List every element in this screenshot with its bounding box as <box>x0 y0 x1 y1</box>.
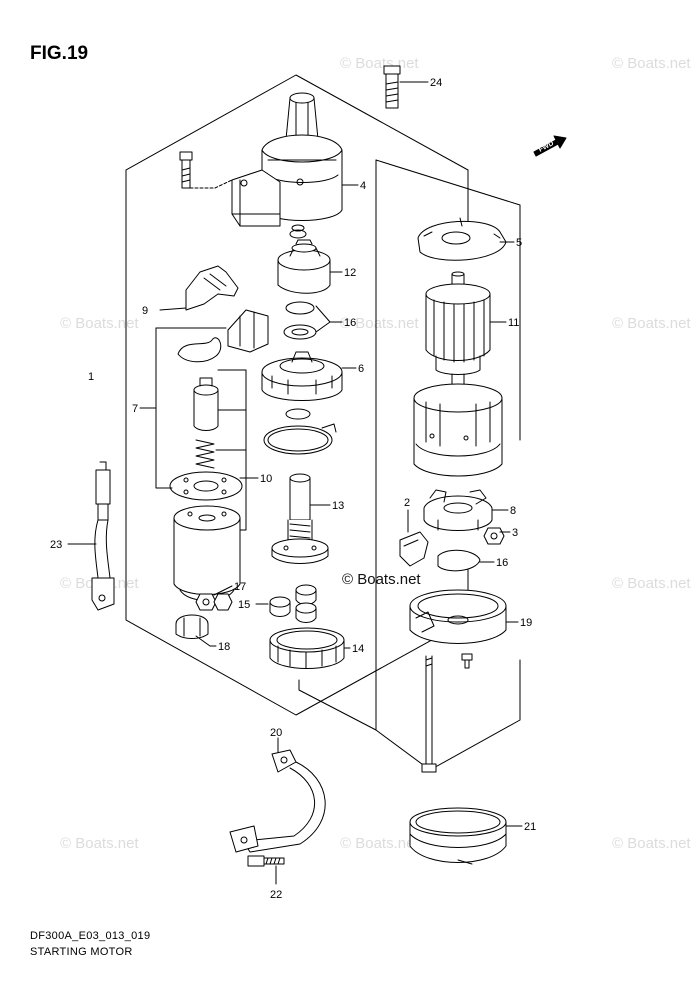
nut-3[interactable] <box>483 527 505 545</box>
stay-bracket-20[interactable] <box>229 749 326 853</box>
shift-lever-9[interactable] <box>185 265 239 311</box>
armature-11[interactable] <box>425 271 491 391</box>
callout-18[interactable]: 18 <box>218 641 230 653</box>
callout-7[interactable]: 7 <box>132 403 138 415</box>
callout-11[interactable]: 11 <box>508 317 519 329</box>
callout-22[interactable]: 23 <box>50 539 62 551</box>
end-frame-screw[interactable] <box>461 653 473 669</box>
fwd-arrow-icon: FWD <box>533 135 567 157</box>
callout-10[interactable]: 10 <box>260 473 272 485</box>
brush-2[interactable] <box>399 531 429 567</box>
pinion-12[interactable] <box>277 239 331 294</box>
callout-17[interactable]: 17 <box>234 581 246 593</box>
callout-23[interactable]: 22 <box>270 889 282 901</box>
center-watermark: © Boats.net <box>342 571 421 588</box>
leader-line <box>159 307 187 311</box>
washer-6[interactable] <box>285 408 311 420</box>
gear-housing-6[interactable] <box>261 351 343 401</box>
leader-line <box>195 635 217 647</box>
callout-15[interactable]: 15 <box>238 599 250 611</box>
callout-3[interactable]: 3 <box>512 527 518 539</box>
callout-24[interactable]: 24 <box>430 77 442 89</box>
solenoid-bolt[interactable] <box>179 151 233 189</box>
callout-labels: 24 4 5 12 9 16 11 6 1 7 10 2 8 13 3 23 1… <box>50 77 536 901</box>
frame-bracket-7 <box>139 327 227 489</box>
callout-20[interactable]: 20 <box>270 727 282 739</box>
planet-gears-15[interactable] <box>269 584 317 623</box>
bolt-23[interactable] <box>247 855 285 867</box>
end-frame-19[interactable] <box>409 589 507 644</box>
figure-caption: STARTING MOTOR <box>30 946 133 958</box>
cover-band-21[interactable] <box>409 807 507 865</box>
leader-line <box>213 585 233 596</box>
magnetic-switch-4[interactable] <box>231 92 343 227</box>
ring-gear-14[interactable] <box>269 627 345 669</box>
bolt-24[interactable] <box>383 65 401 109</box>
figure-code: DF300A_E03_013_019 <box>30 930 151 942</box>
assembly-frame-inner <box>298 159 521 771</box>
field-frame[interactable] <box>413 383 503 477</box>
clamp-18[interactable] <box>175 614 209 639</box>
callout-1[interactable]: 1 <box>88 371 94 383</box>
plate-5[interactable] <box>417 217 507 261</box>
o-ring-7[interactable] <box>177 337 222 363</box>
brush-holder-8[interactable] <box>423 489 493 531</box>
circlip-12[interactable] <box>289 224 307 239</box>
motor-yoke[interactable] <box>173 505 241 601</box>
callout-21[interactable]: 21 <box>524 821 536 833</box>
callout-13[interactable]: 13 <box>332 500 344 512</box>
gasket-ring[interactable] <box>263 423 337 455</box>
callout-5[interactable]: 5 <box>516 237 522 249</box>
fwd-label: FWD <box>538 140 555 154</box>
through-bolt[interactable] <box>421 655 437 773</box>
plate-10[interactable] <box>169 471 243 501</box>
callout-8[interactable]: 8 <box>510 505 516 517</box>
callout-4[interactable]: 4 <box>360 180 366 192</box>
spring-10[interactable] <box>195 439 215 469</box>
lead-wire-22[interactable] <box>91 461 115 611</box>
callout-14[interactable]: 14 <box>352 643 364 655</box>
plunger-holder[interactable] <box>227 309 269 353</box>
leader-line <box>315 305 343 333</box>
ring-16-upper[interactable] <box>283 301 317 340</box>
figure-title: FIG.19 <box>30 43 89 64</box>
callout-19[interactable]: 19 <box>520 617 532 629</box>
callout-16[interactable]: 16 <box>344 317 356 329</box>
shaft-13[interactable] <box>271 473 329 564</box>
terminal-nut-17[interactable] <box>195 593 233 611</box>
callout-6[interactable]: 6 <box>358 363 364 375</box>
callout-12[interactable]: 12 <box>344 267 356 279</box>
callout-16-lower[interactable]: 16 <box>496 557 508 569</box>
plunger-10[interactable] <box>193 377 219 431</box>
callout-2[interactable]: 2 <box>404 497 410 509</box>
callout-9[interactable]: 9 <box>142 305 148 317</box>
frame-bracket-10 <box>215 369 259 531</box>
washer-16-lower[interactable] <box>437 549 481 572</box>
